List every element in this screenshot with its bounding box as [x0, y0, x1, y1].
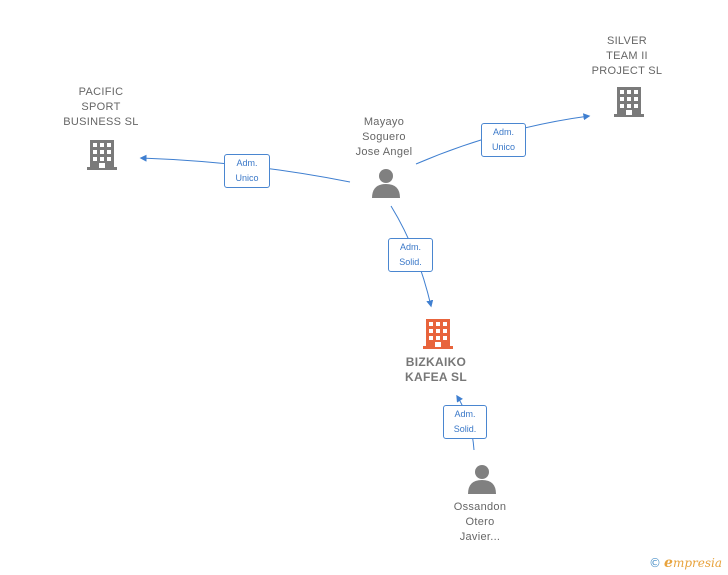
edge-label-mayayo-bizkaiko: Adm. Solid. [388, 238, 433, 272]
edge-label-ossandon-bizkaiko: Adm. Solid. [443, 405, 487, 439]
building-icon[interactable] [87, 140, 117, 170]
node-label-ossandon[interactable]: Ossandon Otero Javier... [453, 501, 507, 543]
brand-logo: ©empresia [649, 555, 722, 571]
brand-initial: e [664, 555, 673, 571]
node-label-pacific[interactable]: PACIFIC SPORT BUSINESS SL [63, 86, 139, 128]
building-icon[interactable] [614, 87, 644, 117]
node-label-mayayo[interactable]: Mayayo Soguero Jose Angel [355, 116, 413, 158]
node-label-bizkaiko[interactable]: BIZKAIKO KAFEA SL [405, 355, 467, 384]
edge-label-mayayo-pacific: Adm. Unico [224, 154, 270, 188]
building-focus-icon[interactable] [423, 319, 453, 349]
edge-label-mayayo-silver: Adm. Unico [481, 123, 526, 157]
node-label-silver[interactable]: SILVER TEAM II PROJECT SL [591, 35, 663, 77]
brand-name: mpresia [672, 556, 722, 570]
person-icon[interactable] [372, 169, 400, 198]
person-icon[interactable] [468, 465, 496, 494]
copyright-symbol: © [649, 556, 662, 570]
